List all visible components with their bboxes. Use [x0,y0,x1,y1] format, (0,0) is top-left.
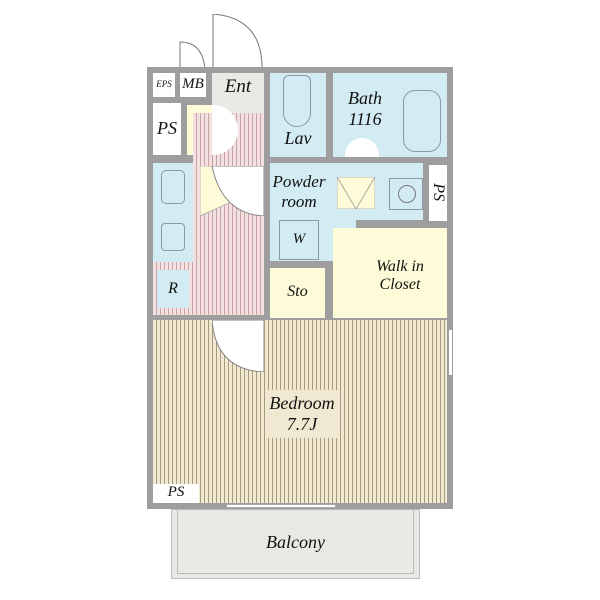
bedroom-label-box [265,390,339,438]
walk-in-label-line1: Walk in [376,258,424,275]
bath-label: Bath 1116 [333,88,397,129]
bedroom-label-line1: Bedroom [269,393,335,413]
kitchen-counter [153,163,193,262]
toilet-icon [283,75,311,127]
washer-space [279,220,319,260]
walk-in-label-line2: Closet [379,276,421,294]
eps-room [153,73,175,97]
entrance-door-swing [179,14,263,70]
balcony-window [226,504,336,508]
powder-label-line1: Powder [272,172,326,191]
bath-label-line1: Bath [348,88,382,108]
bath-label-line2: 1116 [348,108,382,129]
balcony [171,509,420,579]
ps-bottom-room [153,484,199,503]
refrigerator-label: R [168,280,178,297]
ps-right-room [429,165,447,221]
refrigerator-space [157,270,189,308]
balcony-label: Balcony [266,532,325,552]
mb-room [180,73,206,97]
storage-triangle-icon [337,177,375,209]
ps-right-label: PS [430,183,448,202]
washbasin-icon [389,178,423,210]
eps-label: EPS [156,79,172,89]
powder-label-line2: room [281,191,317,211]
walk-in-closet-label: Walk in Closet [350,258,450,295]
bedroom-door-swing [212,320,264,372]
washbasin-bowl [398,185,416,203]
stove-icon [161,223,185,251]
bedroom-label: Bedroom 7.7J [262,393,342,434]
lavatory-label: Lav [284,128,312,148]
ps-bottom-label: PS [167,484,185,500]
powder-room-label: Powder room [266,172,332,211]
washer-label: W [292,231,306,247]
bathtub-icon [403,90,441,152]
window-right [449,330,452,375]
walk-in-closet [333,228,447,318]
balcony-inner-border [177,509,414,574]
mb-label: MB [182,76,204,92]
sink-icon [161,170,185,204]
hall-door-swing [200,166,264,216]
ps-top-label: PS [157,118,177,138]
bedroom-label-line2: 7.7J [286,413,318,434]
bath-door [345,138,379,157]
storage-label: Sto [287,283,308,300]
entrance-label: Ent [224,76,252,97]
storage-room [270,268,325,318]
ps-top-room [153,103,181,155]
